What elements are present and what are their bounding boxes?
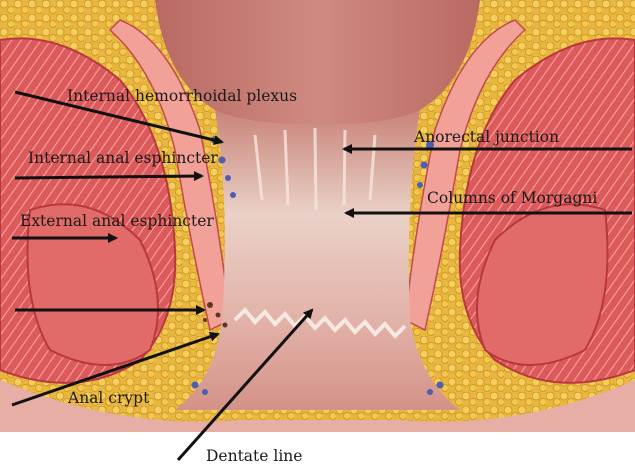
label-columns-of-morgagni: Columns of Morgagni <box>427 189 597 207</box>
label-internal-hemorrhoidal-plexus: Internal hemorrhoidal plexus <box>67 87 297 105</box>
label-anal-crypt: Anal crypt <box>67 389 150 407</box>
label-external-anal-sphincter: External anal esphincter <box>20 212 214 230</box>
label-anorectal-junction: Anorectal junction <box>413 128 559 146</box>
bottom-white-band <box>0 432 635 465</box>
label-dentate-line: Dentate line <box>206 447 302 465</box>
arrow-internal-anal-sphincter <box>15 176 202 178</box>
label-internal-anal-sphincter: Internal anal esphincter <box>28 149 218 167</box>
